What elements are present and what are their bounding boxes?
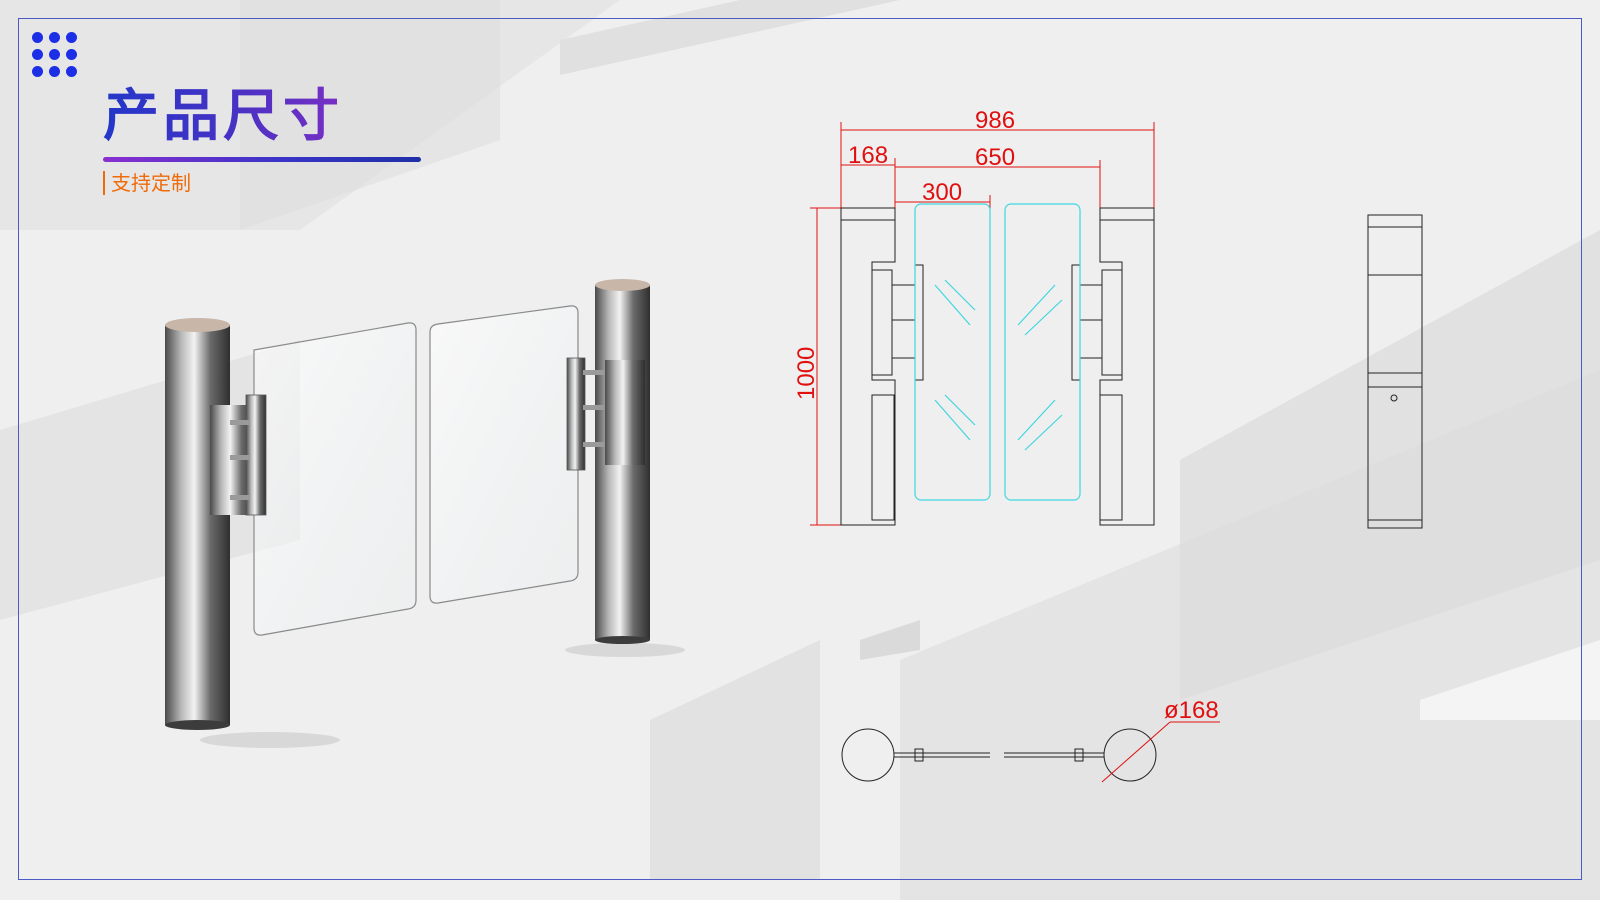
product-photo [165, 279, 685, 748]
slide-frame [18, 18, 1582, 880]
side-elevation-drawing [1367, 214, 1423, 529]
dimension-height: 1000 [793, 347, 820, 400]
dimension-total-width: 986 [975, 107, 1015, 134]
page-title: 产品尺寸 [103, 82, 343, 152]
dimension-leaf-width: 300 [922, 179, 962, 206]
dimension-post-width: 168 [848, 142, 888, 169]
dimension-passage-width: 650 [975, 144, 1015, 171]
dimension-post-diameter: ø168 [1164, 697, 1219, 724]
front-elevation-drawing: 986 168 650 300 1000 [793, 107, 1155, 526]
title-underline [103, 157, 421, 162]
page-subtitle: 支持定制 [103, 171, 191, 195]
top-view-drawing: ø168 [841, 697, 1220, 783]
dot-grid-icon [32, 32, 78, 78]
